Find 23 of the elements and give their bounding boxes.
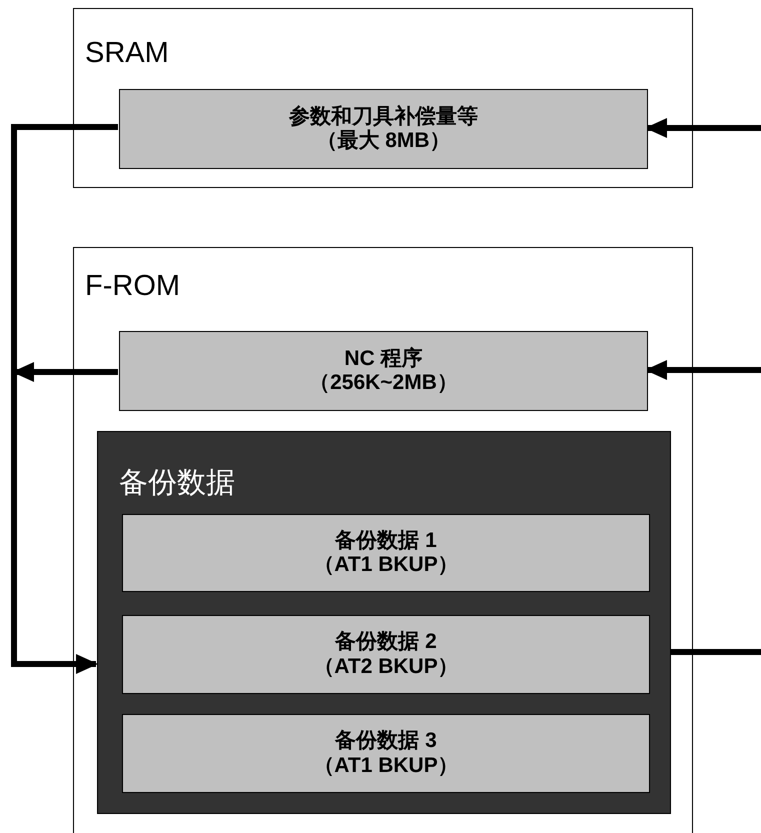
box-label: 参数和刀具补偿量等 <box>289 104 478 129</box>
box-label: 备份数据 1 <box>335 528 437 553</box>
box-label: （256K~2MB） <box>309 371 458 396</box>
data-box <box>122 714 650 793</box>
arrow <box>11 124 118 674</box>
data-box <box>122 514 650 592</box>
box-label: 备份数据 2 <box>335 630 437 654</box>
box-label: （AT1 BKUP） <box>313 553 459 578</box>
connector-line <box>670 649 761 655</box>
box-label: （AT1 BKUP） <box>313 754 459 778</box>
data-box <box>122 615 650 694</box>
box-label: NC 程序 <box>344 346 423 371</box>
data-box <box>119 89 648 169</box>
memory-box <box>73 8 693 188</box>
box-title: SRAM <box>85 39 169 68</box>
box-label: （AT2 BKUP） <box>313 654 459 679</box>
box-label: 备份数据 3 <box>335 729 437 754</box>
box-title: F-ROM <box>85 272 180 301</box>
box-title: 备份数据 <box>119 469 235 498</box>
data-box <box>119 331 648 411</box>
group-panel <box>97 431 671 814</box>
box-label: （最大 8MB） <box>316 129 451 154</box>
memory-box <box>73 247 693 833</box>
